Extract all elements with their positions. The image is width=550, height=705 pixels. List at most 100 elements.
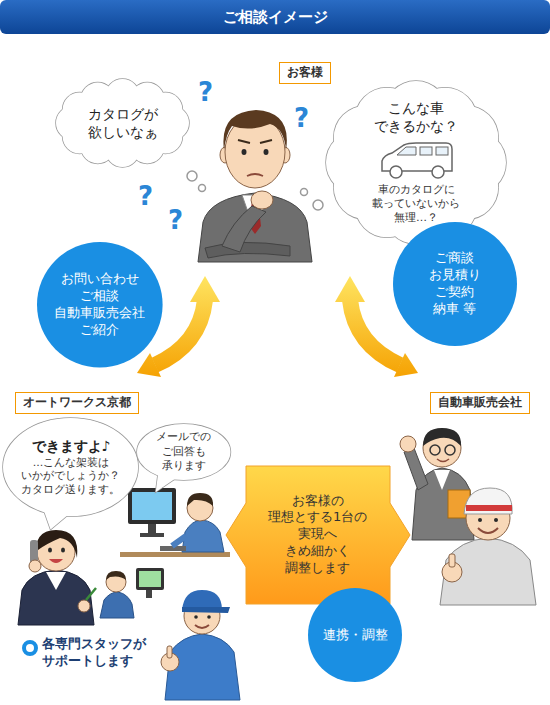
group-tag: 自動車販売会社 xyxy=(430,392,530,414)
worker-figure xyxy=(161,590,240,700)
cloud-fill xyxy=(73,96,172,150)
salesman-figure xyxy=(400,436,416,452)
receptionist-figure xyxy=(78,600,90,612)
curved-double-arrow xyxy=(335,276,365,302)
customer-figure xyxy=(223,110,286,150)
operator-figure xyxy=(182,520,224,552)
double-arrow-box: お客様の 理想とする1台の 実現へ きめ細かく 調整します xyxy=(226,466,410,604)
curved-double-arrow xyxy=(394,353,418,377)
mechanic-figure xyxy=(449,554,455,567)
receptionist-figure xyxy=(36,530,78,558)
worker-figure xyxy=(182,607,230,613)
node-text: 自動車販売会社 xyxy=(438,395,522,411)
operator-figure xyxy=(128,488,176,524)
receptionist-figure xyxy=(86,588,96,600)
worker-figure xyxy=(194,615,198,619)
worker-figure xyxy=(167,646,172,658)
node-text: オートワークス京都 xyxy=(23,395,131,411)
customer-figure xyxy=(242,149,247,155)
salesman-figure xyxy=(434,470,450,490)
mechanic-figure xyxy=(478,518,482,522)
customer-figure xyxy=(251,191,273,209)
staff-figure xyxy=(136,568,164,590)
bubble-fill xyxy=(137,424,230,480)
receptionist-figure xyxy=(61,548,65,553)
customer-figure xyxy=(205,242,290,258)
salesman-figure xyxy=(437,459,449,462)
tag-frame xyxy=(431,393,530,414)
node-text: …こんな架装は いかがでしょうか？ カタログ送ります。 xyxy=(21,456,120,497)
node-text: メールでの ご回答も 承ります xyxy=(156,430,211,473)
customer-figure xyxy=(247,174,263,176)
bubble-tail xyxy=(156,474,176,492)
staff-figure xyxy=(146,590,152,598)
car-icon xyxy=(390,166,402,178)
salesman-figure xyxy=(423,428,461,446)
tag-frame xyxy=(16,393,139,414)
mechanic-figure xyxy=(478,528,498,533)
operator-figure xyxy=(132,492,172,520)
node-content: できますよ♪…こんな架装は いかがでしょうか？ カタログ送ります。 xyxy=(21,437,120,496)
car-icon xyxy=(420,147,432,155)
circle-fill xyxy=(308,588,402,682)
car-icon xyxy=(436,147,448,155)
node-content: メールでの ご回答も 承ります xyxy=(156,430,211,473)
mechanic-figure xyxy=(494,518,498,522)
receptionist-figure xyxy=(18,530,96,625)
support-note: 各専門スタッフが サポートします xyxy=(42,636,146,670)
customer-figure xyxy=(264,149,269,155)
salesman-figure xyxy=(423,429,461,467)
bubble-outline xyxy=(137,424,230,480)
node-text: カタログが 欲しいなぁ xyxy=(88,105,158,141)
node-text: 連携・調整 xyxy=(323,627,388,644)
question-mark: ? xyxy=(168,204,183,238)
mechanic-figure xyxy=(440,538,536,605)
operator-figure xyxy=(140,533,164,537)
customer-figure xyxy=(222,206,266,252)
operator-figure xyxy=(120,488,230,557)
circle-fill xyxy=(393,222,517,346)
receptionist-figure xyxy=(48,548,52,553)
staff-figure xyxy=(100,568,164,618)
node-text: お客様の 理想とする1台の 実現へ きめ細かく 調整します xyxy=(268,493,367,577)
receptionist-figure xyxy=(46,572,66,590)
blue-circle: ご商談 お見積り ご契約 納車 等 xyxy=(393,222,517,346)
group-tag: オートワークス京都 xyxy=(15,392,139,414)
thought-trail xyxy=(187,171,197,181)
receptionist-figure xyxy=(49,559,63,563)
title-text: ご相談イメージ xyxy=(223,8,328,26)
car-icon xyxy=(376,139,456,181)
node-text: ご商談 お見積り ご契約 納車 等 xyxy=(425,250,485,318)
thought-cloud: カタログが 欲しいなぁ xyxy=(55,78,190,168)
car-icon xyxy=(397,147,416,155)
group-tag: お客様 xyxy=(279,62,331,84)
salesman-figure xyxy=(430,445,440,455)
worker-figure xyxy=(207,615,211,619)
bullet-ring xyxy=(24,642,36,654)
bubble-outline xyxy=(3,418,138,516)
operator-figure xyxy=(172,536,186,546)
question-mark: ? xyxy=(198,76,213,110)
tag-frame xyxy=(280,63,331,84)
worker-figure xyxy=(195,625,209,628)
thought-trail xyxy=(313,200,323,210)
operator-figure xyxy=(120,552,230,557)
thought-trail xyxy=(199,185,206,192)
node-content: こんな車 できるかな？ 車のカタログに 載っていないから 無理…？ xyxy=(372,99,460,226)
curved-double-arrow xyxy=(137,353,161,377)
operator-figure xyxy=(187,493,213,506)
receptionist-figure xyxy=(29,560,41,572)
blue-circle: お問い合わせ ご相談 自動車販売会社 ご紹介 xyxy=(37,242,163,368)
node-shape xyxy=(55,78,190,168)
speech-bubble: できますよ♪…こんな架装は いかがでしょうか？ カタログ送ります。 xyxy=(2,417,139,517)
customer-figure xyxy=(238,140,272,143)
mechanic-figure xyxy=(440,488,536,605)
curved-double-arrow xyxy=(190,276,220,302)
question-mark: ? xyxy=(294,102,309,136)
operator-figure xyxy=(148,524,156,534)
mechanic-figure xyxy=(466,505,512,511)
node-text: 車のカタログに 載っていないから 無理…？ xyxy=(372,183,460,226)
mechanic-figure xyxy=(464,488,512,514)
salesman-figure xyxy=(445,445,455,455)
thought-cloud: こんな車 できるかな？ 車のカタログに 載っていないから 無理…？ xyxy=(325,80,507,245)
